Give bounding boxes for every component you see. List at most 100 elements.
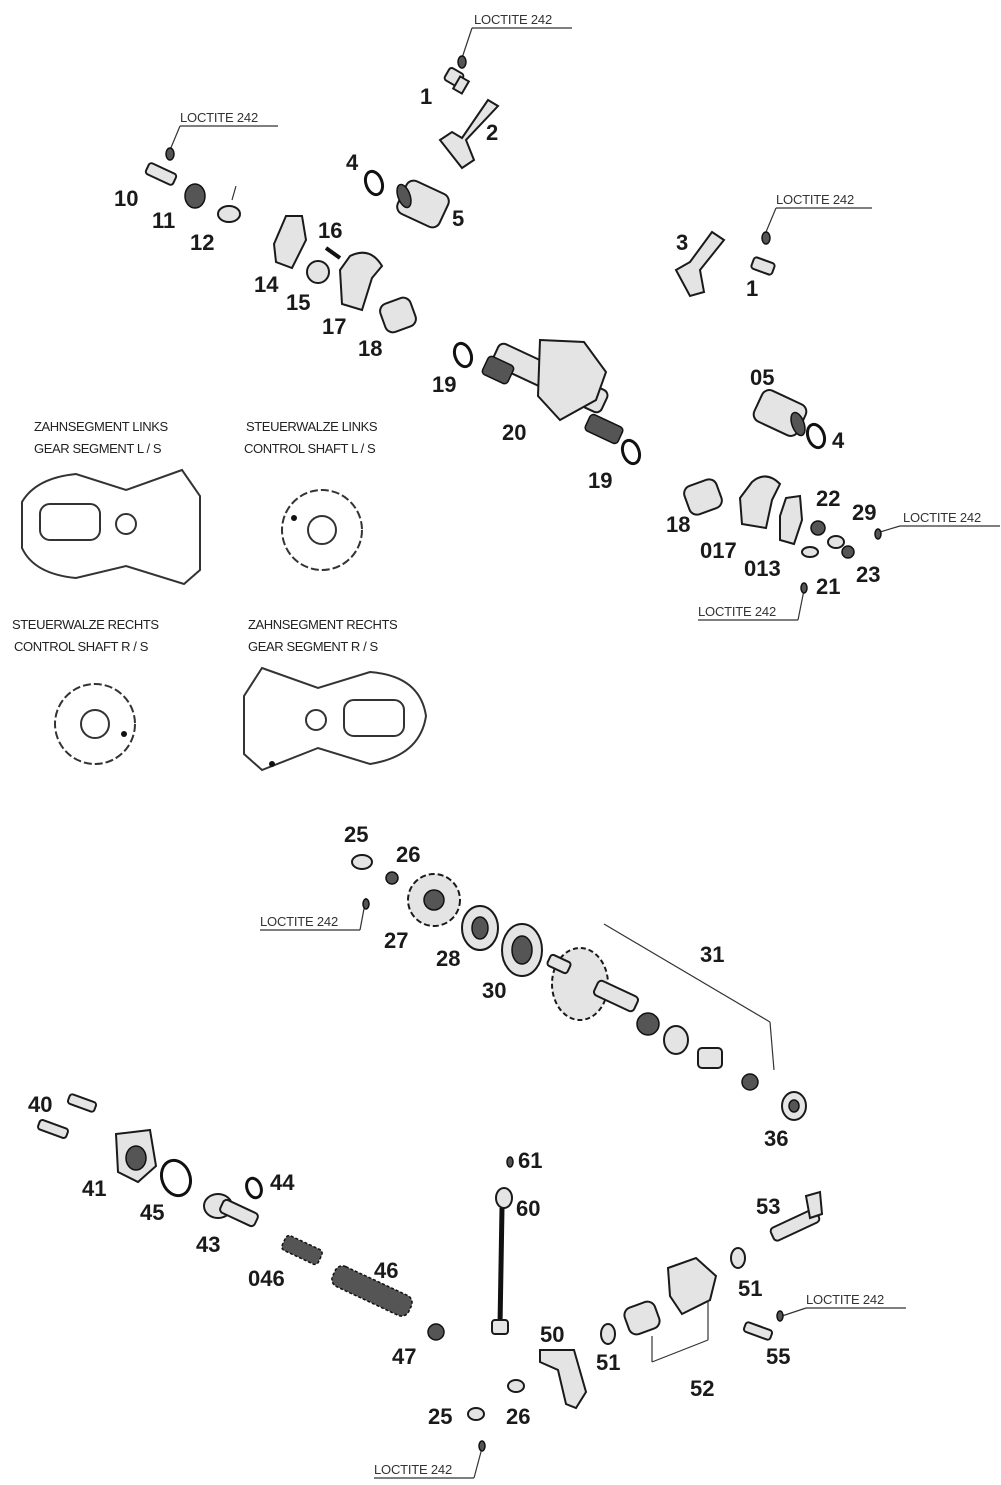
part-11-nut — [184, 183, 206, 209]
callout-41: 41 — [82, 1176, 106, 1201]
part-30-bearing — [501, 923, 543, 977]
callout-18: 18 — [358, 336, 382, 361]
callout-046: 046 — [248, 1266, 285, 1291]
part-51-washer — [730, 1247, 746, 1269]
part-44-o-ring — [245, 1176, 263, 1200]
part-19-o-ring — [620, 438, 642, 466]
callout-51: 51 — [596, 1350, 620, 1375]
loctite-note-right-upper: LOCTITE 242 — [765, 192, 872, 233]
part-26-washer — [385, 871, 399, 885]
part-23-nut — [841, 545, 855, 559]
callout-017: 017 — [700, 538, 737, 563]
part-15-gear — [306, 260, 330, 284]
callout-05: 05 — [750, 365, 774, 390]
part-52-shift-assembly — [623, 1256, 718, 1363]
loctite-note-middle: LOCTITE 242 — [260, 897, 367, 931]
callout-61: 61 — [518, 1148, 542, 1173]
inset-gear-segment-right: ZAHNSEGMENT RECHTS GEAR SEGMENT R / S — [243, 617, 428, 772]
part-50-lever — [539, 1349, 588, 1410]
callout-60: 60 — [516, 1196, 540, 1221]
part-2-lever — [438, 98, 500, 170]
part-26-washer-lower — [507, 1379, 525, 1393]
part-29-washer — [827, 535, 845, 549]
loctite-label: LOCTITE 242 — [180, 110, 258, 125]
part-51-washer — [600, 1323, 616, 1345]
callout-23: 23 — [856, 562, 880, 587]
callout-12: 12 — [190, 230, 214, 255]
callout-30: 30 — [482, 978, 506, 1003]
caption-en: GEAR SEGMENT L / S — [34, 441, 162, 456]
callout-013: 013 — [744, 556, 781, 581]
part-18-sleeve — [683, 478, 723, 516]
loctite-note-left: LOCTITE 242 — [169, 110, 278, 151]
loctite-note-bottom-right: LOCTITE 242 — [781, 1292, 906, 1317]
callout-14: 14 — [254, 272, 279, 297]
part-3-lever — [674, 230, 726, 298]
callout-43: 43 — [196, 1232, 220, 1257]
callout-50: 50 — [540, 1322, 564, 1347]
part-41-cover — [114, 1128, 158, 1184]
callout-45: 45 — [140, 1200, 164, 1225]
callout-5: 5 — [452, 206, 464, 231]
callout-29: 29 — [852, 500, 876, 525]
part-31-kickstarter-shaft-assembly — [546, 923, 775, 1091]
callout-40: 40 — [28, 1092, 52, 1117]
loctite-label: LOCTITE 242 — [474, 12, 552, 27]
callout-21: 21 — [816, 574, 840, 599]
part-013-plate — [779, 494, 804, 546]
inset-gear-segment-left: ZAHNSEGMENT LINKS GEAR SEGMENT L / S — [21, 419, 201, 586]
callout-11: 11 — [152, 208, 175, 233]
part-12-washer — [217, 205, 241, 223]
callout-4: 4 — [832, 428, 845, 453]
part-43-shaft — [203, 1193, 259, 1228]
inset-control-shaft-right: STEUERWALZE RECHTS CONTROL SHAFT R / S — [12, 617, 160, 765]
caption-de: STEUERWALZE LINKS — [246, 419, 378, 434]
loctite-note-bottom: LOCTITE 242 — [374, 1447, 483, 1479]
callout-26: 26 — [506, 1404, 530, 1429]
loctite-note-top: LOCTITE 242 — [461, 12, 572, 59]
part-4-o-ring — [805, 422, 827, 450]
part-21-screw — [801, 546, 819, 558]
part-18-sleeve — [379, 296, 417, 334]
callout-53: 53 — [756, 1194, 780, 1219]
caption-de: ZAHNSEGMENT LINKS — [34, 419, 169, 434]
callout-47: 47 — [392, 1344, 416, 1369]
caption-en: GEAR SEGMENT R / S — [248, 639, 379, 654]
callout-25: 25 — [428, 1404, 452, 1429]
callout-55: 55 — [766, 1344, 790, 1369]
callout-19: 19 — [588, 468, 612, 493]
part-16-pin — [324, 246, 342, 260]
part-4-o-ring — [363, 169, 385, 197]
part-046-spring — [281, 1234, 323, 1266]
callout-52: 52 — [690, 1376, 714, 1401]
callout-4: 4 — [346, 150, 359, 175]
part-19-o-ring — [452, 341, 474, 369]
callout-46: 46 — [374, 1258, 398, 1283]
part-53-lever — [769, 1190, 824, 1242]
part-40-screws — [37, 1093, 98, 1139]
part-47-nut — [427, 1323, 445, 1341]
caption-de: ZAHNSEGMENT RECHTS — [248, 617, 398, 632]
callout-3: 3 — [676, 230, 688, 255]
loctite-label: LOCTITE 242 — [776, 192, 854, 207]
part-61-screw — [506, 1156, 514, 1168]
part-22-gear — [810, 520, 826, 536]
callout-28: 28 — [436, 946, 460, 971]
part-25-screw — [351, 854, 373, 910]
callout-1: 1 — [746, 276, 758, 301]
part-1-screw — [443, 55, 471, 95]
callout-31: 31 — [700, 942, 724, 967]
part-10-screw — [144, 147, 178, 186]
callout-44: 44 — [270, 1170, 295, 1195]
part-25-screw-lower — [467, 1407, 486, 1452]
loctite-note-right-mid: LOCTITE 242 — [879, 510, 1000, 533]
part-5-bushing — [396, 179, 450, 229]
callout-2: 2 — [486, 120, 498, 145]
part-55-screw — [742, 1310, 784, 1341]
caption-de: STEUERWALZE RECHTS — [12, 617, 159, 632]
loctite-label: LOCTITE 242 — [903, 510, 981, 525]
callout-36: 36 — [764, 1126, 788, 1151]
callout-19: 19 — [432, 372, 456, 397]
part-36-bushing — [781, 1091, 807, 1121]
